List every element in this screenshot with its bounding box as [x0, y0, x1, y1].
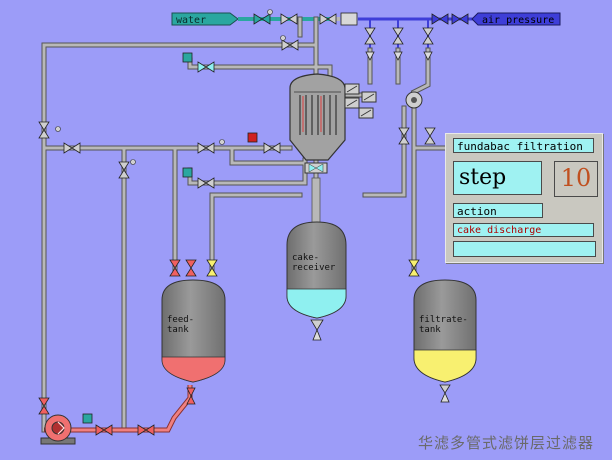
- step-number: 10: [554, 161, 598, 197]
- filtrate-tank: filtrate- tank: [413, 279, 477, 403]
- panel-title: fundabac filtration: [453, 138, 594, 153]
- filtrate-tank-label-1: filtrate-: [419, 315, 468, 325]
- filtrate-tank-label-2: tank: [419, 325, 441, 335]
- valve-air-2[interactable]: [451, 13, 461, 25]
- action-status-extra: [453, 241, 596, 257]
- valve-air-drop-3[interactable]: [422, 27, 434, 37]
- valve-actuators: [55, 9, 286, 424]
- valve-feed-top-2[interactable]: [185, 259, 197, 269]
- feed-pump[interactable]: [40, 414, 76, 445]
- company-watermark: 华滤多管式滤饼层过滤器: [418, 434, 595, 452]
- position-indicator-1: [55, 126, 61, 132]
- valve-pump-out-1[interactable]: [95, 424, 105, 436]
- valve-feed-top-3[interactable]: [206, 259, 218, 269]
- valve-water-1[interactable]: [253, 13, 263, 25]
- valve-horizontal-3[interactable]: [263, 142, 273, 154]
- fundabac-filter-vessel: [289, 73, 423, 174]
- cake-receiver-label-2: receiver: [292, 263, 336, 273]
- valve-filtrate-2[interactable]: [424, 127, 436, 137]
- actuator-red: [247, 132, 258, 143]
- air-pressure-label: air pressure: [482, 15, 554, 26]
- valve-filtrate-top[interactable]: [408, 259, 420, 269]
- valve-top-line[interactable]: [281, 39, 291, 51]
- valve-cyan-1[interactable]: [197, 61, 207, 73]
- air-regulator[interactable]: [340, 12, 358, 26]
- valve-horizontal-2[interactable]: [197, 142, 207, 154]
- valve-pump-out-2[interactable]: [137, 424, 147, 436]
- cake-receiver-label-1: cake-: [292, 253, 319, 263]
- valve-air-1[interactable]: [431, 13, 441, 25]
- actuator-pump: [82, 413, 93, 424]
- gray-pipe-network: [41, 16, 448, 433]
- actuator-teal-1: [182, 52, 193, 63]
- valve-air-drop-2[interactable]: [392, 27, 404, 37]
- valve-pump-in[interactable]: [38, 397, 50, 407]
- valves[interactable]: [38, 12, 469, 436]
- cake-receiver-drain-valve[interactable]: [310, 319, 324, 331]
- feed-tank: feed- tank: [161, 279, 226, 383]
- feed-tank-label-2: tank: [167, 325, 189, 335]
- valve-vertical-124[interactable]: [118, 161, 130, 171]
- valve-filtrate-1[interactable]: [398, 127, 410, 137]
- valve-left-vertical[interactable]: [38, 121, 50, 131]
- valve-horizontal-1[interactable]: [63, 142, 73, 154]
- water-inlet-label-box: [171, 12, 239, 26]
- valve-lower-1[interactable]: [197, 177, 207, 189]
- feed-tank-label-1: feed-: [167, 315, 194, 325]
- actuator-teal-2: [182, 167, 193, 178]
- action-status: cake discharge: [453, 223, 594, 237]
- cake-receiver-tank: cake- receiver: [286, 177, 347, 341]
- action-label: action: [453, 203, 543, 218]
- valve-air-drop-1[interactable]: [364, 27, 376, 37]
- filtrate-drain-valve[interactable]: [439, 384, 451, 394]
- valve-feed-bottom[interactable]: [186, 387, 196, 397]
- status-panel: fundabac filtration step 10 action cake …: [445, 133, 603, 263]
- water-label: water: [176, 15, 206, 26]
- valve-water-3[interactable]: [319, 13, 329, 25]
- step-label: step: [453, 161, 542, 195]
- valve-water-2[interactable]: [280, 13, 290, 25]
- air-pressure-label-box: [471, 12, 561, 26]
- valve-feed-top-1[interactable]: [169, 259, 181, 269]
